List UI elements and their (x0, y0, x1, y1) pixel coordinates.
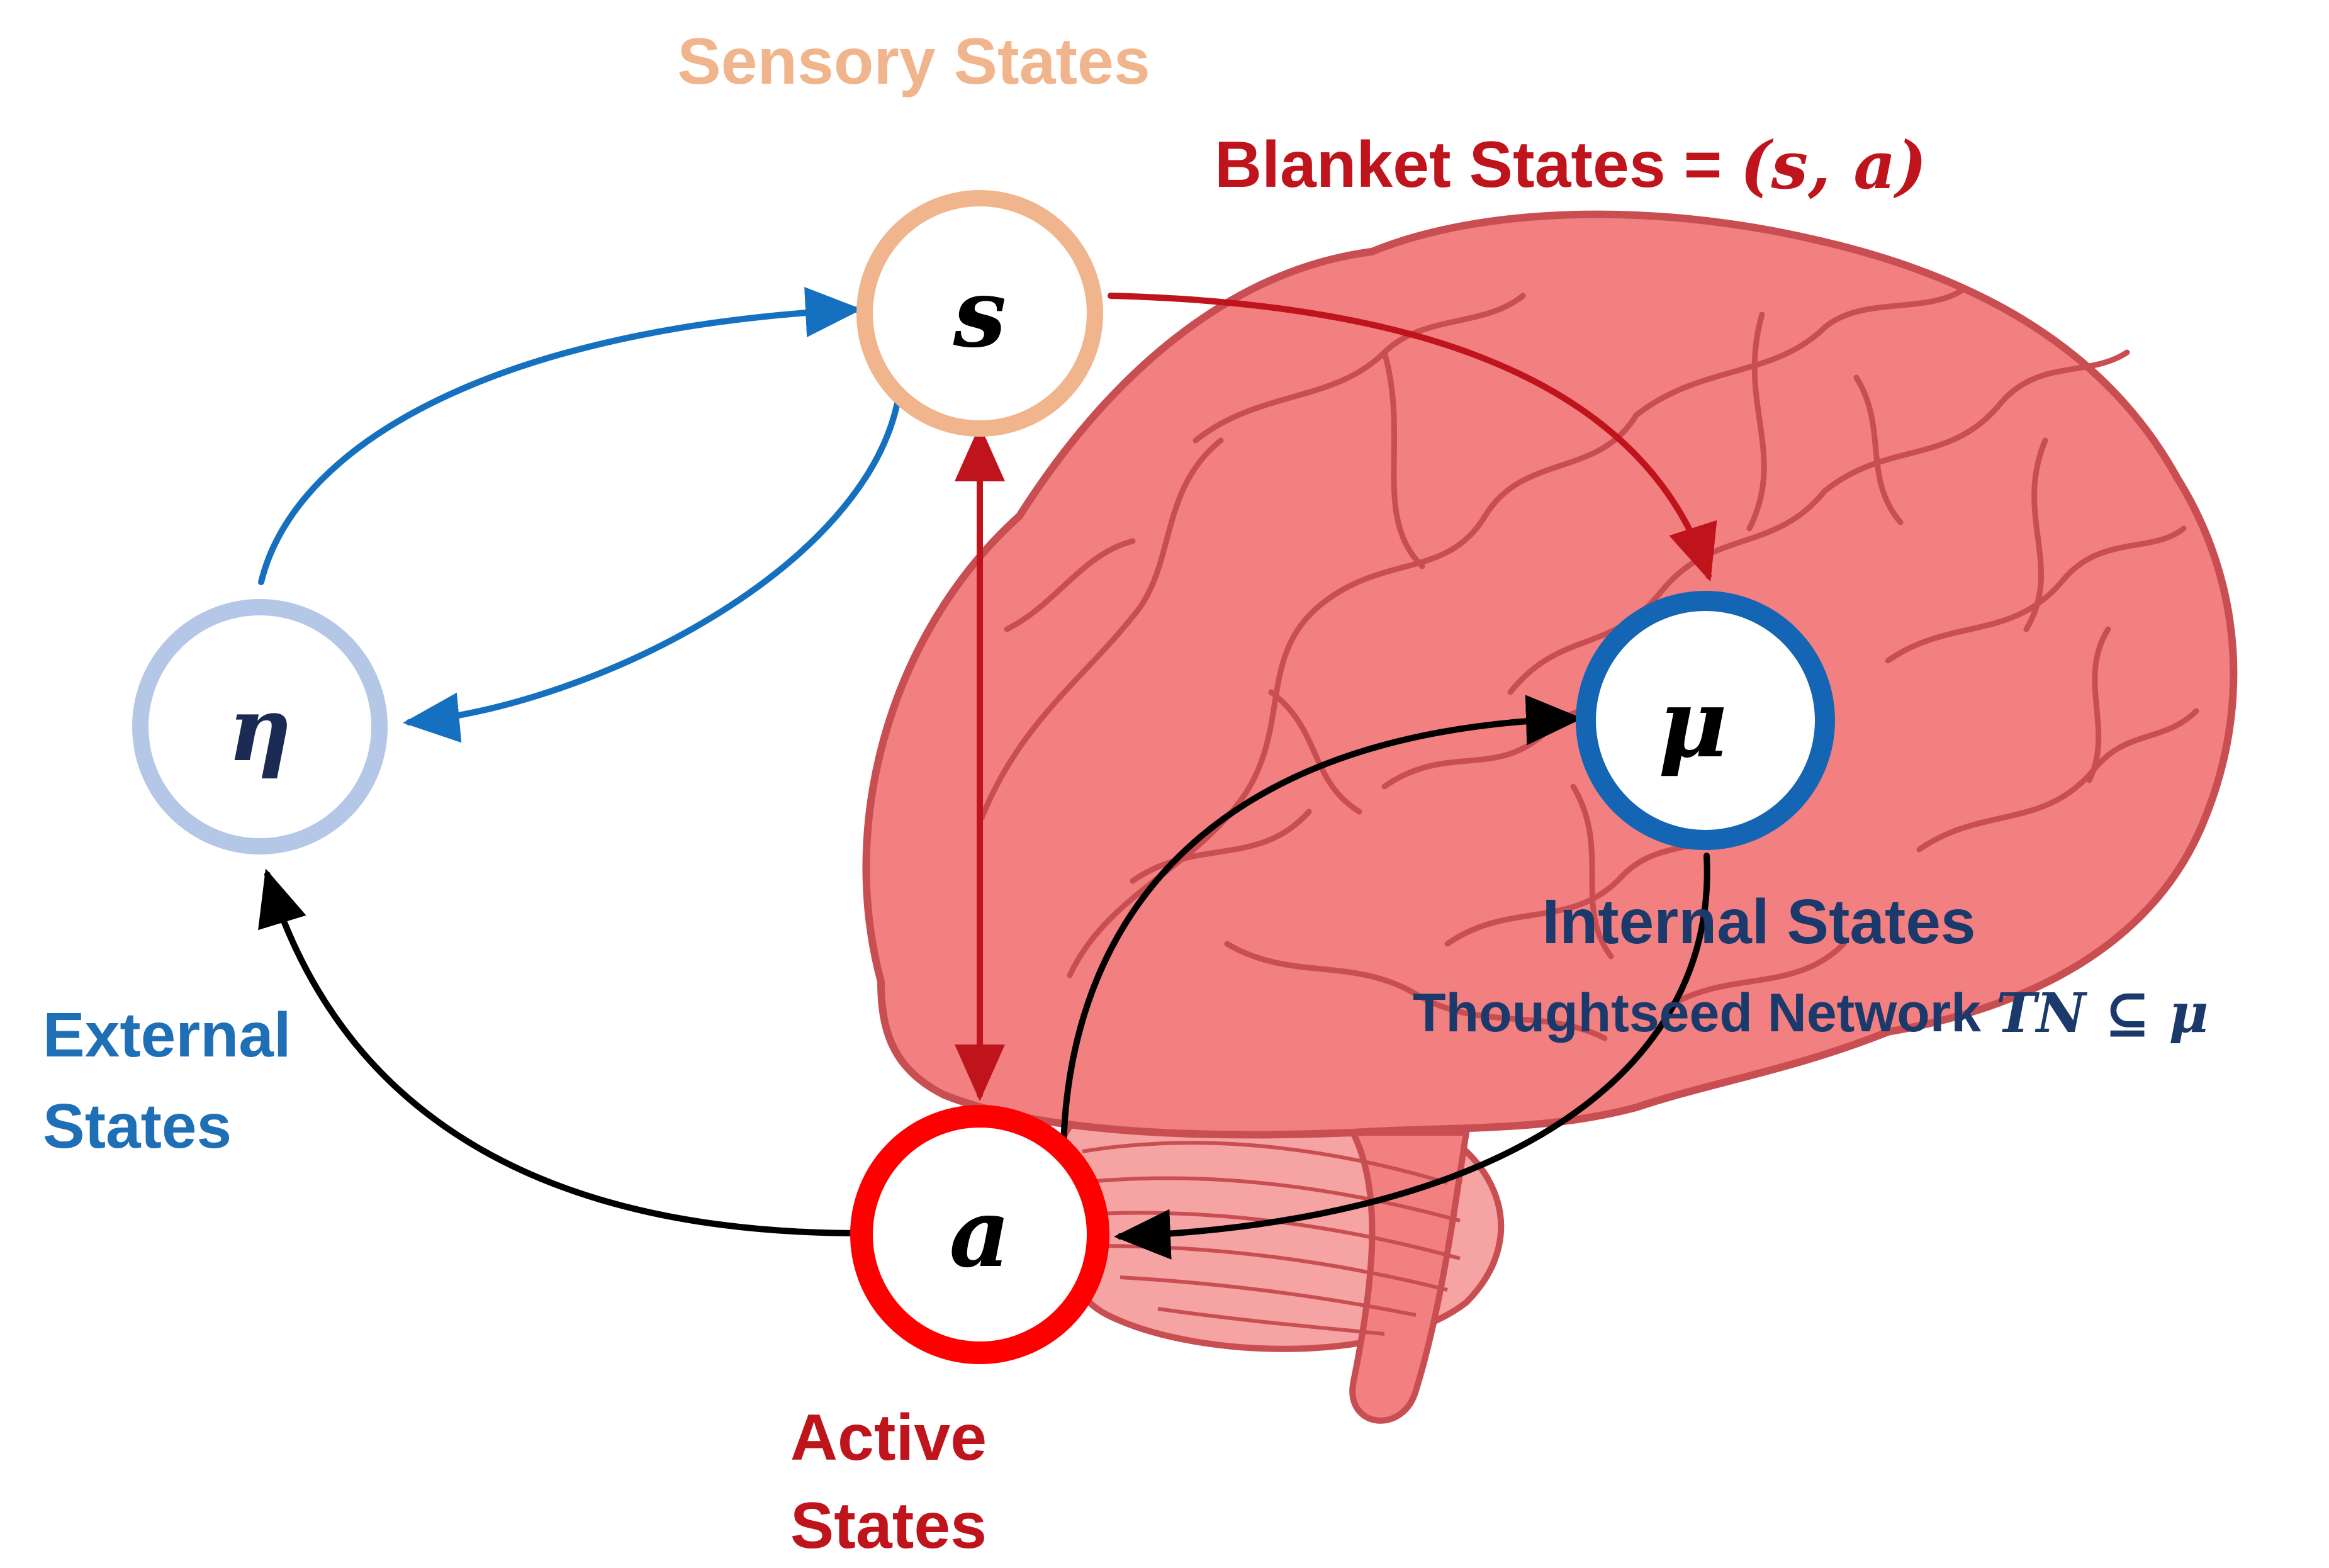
arrows (258, 287, 1717, 1260)
node-s-ring (856, 190, 1103, 437)
node-eta-label: η (228, 678, 292, 781)
node-mu: μ (1576, 591, 1835, 850)
node-s: s (856, 190, 1103, 437)
node-s-label: s (953, 258, 1006, 369)
node-eta-ring (132, 599, 388, 854)
node-a-label: a (949, 1178, 1010, 1289)
thoughtseed-network-prefix: Thoughtseed Network (1413, 983, 1996, 1043)
node-mu-ring (1576, 591, 1835, 850)
brain-illustration (862, 210, 2238, 1424)
arrow-s-to-eta (403, 393, 902, 743)
blanket-states-label: Blanket States = (s, a) (1215, 126, 1927, 204)
external-states-label-line1: External (43, 1000, 291, 1070)
arrow-s-to-mu (1108, 293, 1717, 582)
cerebrum-shape (862, 210, 2238, 1139)
node-eta: η (132, 599, 388, 854)
internal-states-label: Internal States (1542, 887, 1975, 957)
sensory-states-label: Sensory States (677, 25, 1150, 98)
active-states-label-line1: Active (790, 1401, 987, 1474)
active-states-label-line2: States (790, 1489, 987, 1562)
node-a: a (850, 1105, 1109, 1364)
arrow-mu-to-a (1114, 853, 1710, 1260)
arrow-a-to-eta (258, 868, 864, 1236)
blanket-states-prefix: Blanket States = (1215, 128, 1740, 201)
node-mu-label: μ (1658, 668, 1727, 779)
arrow-eta-to-s (258, 287, 862, 585)
cerebellum-folds (1075, 1141, 1461, 1336)
thoughtseed-network-math: TN ⊆ μ (1996, 982, 2209, 1045)
external-states-label-line2: States (43, 1091, 232, 1162)
node-a-ring (850, 1105, 1109, 1364)
blanket-states-math: (s, a) (1740, 126, 1927, 204)
arrow-a-to-mu (1060, 695, 1583, 1148)
thoughtseed-network-label: Thoughtseed Network TN ⊆ μ (1413, 982, 2208, 1045)
